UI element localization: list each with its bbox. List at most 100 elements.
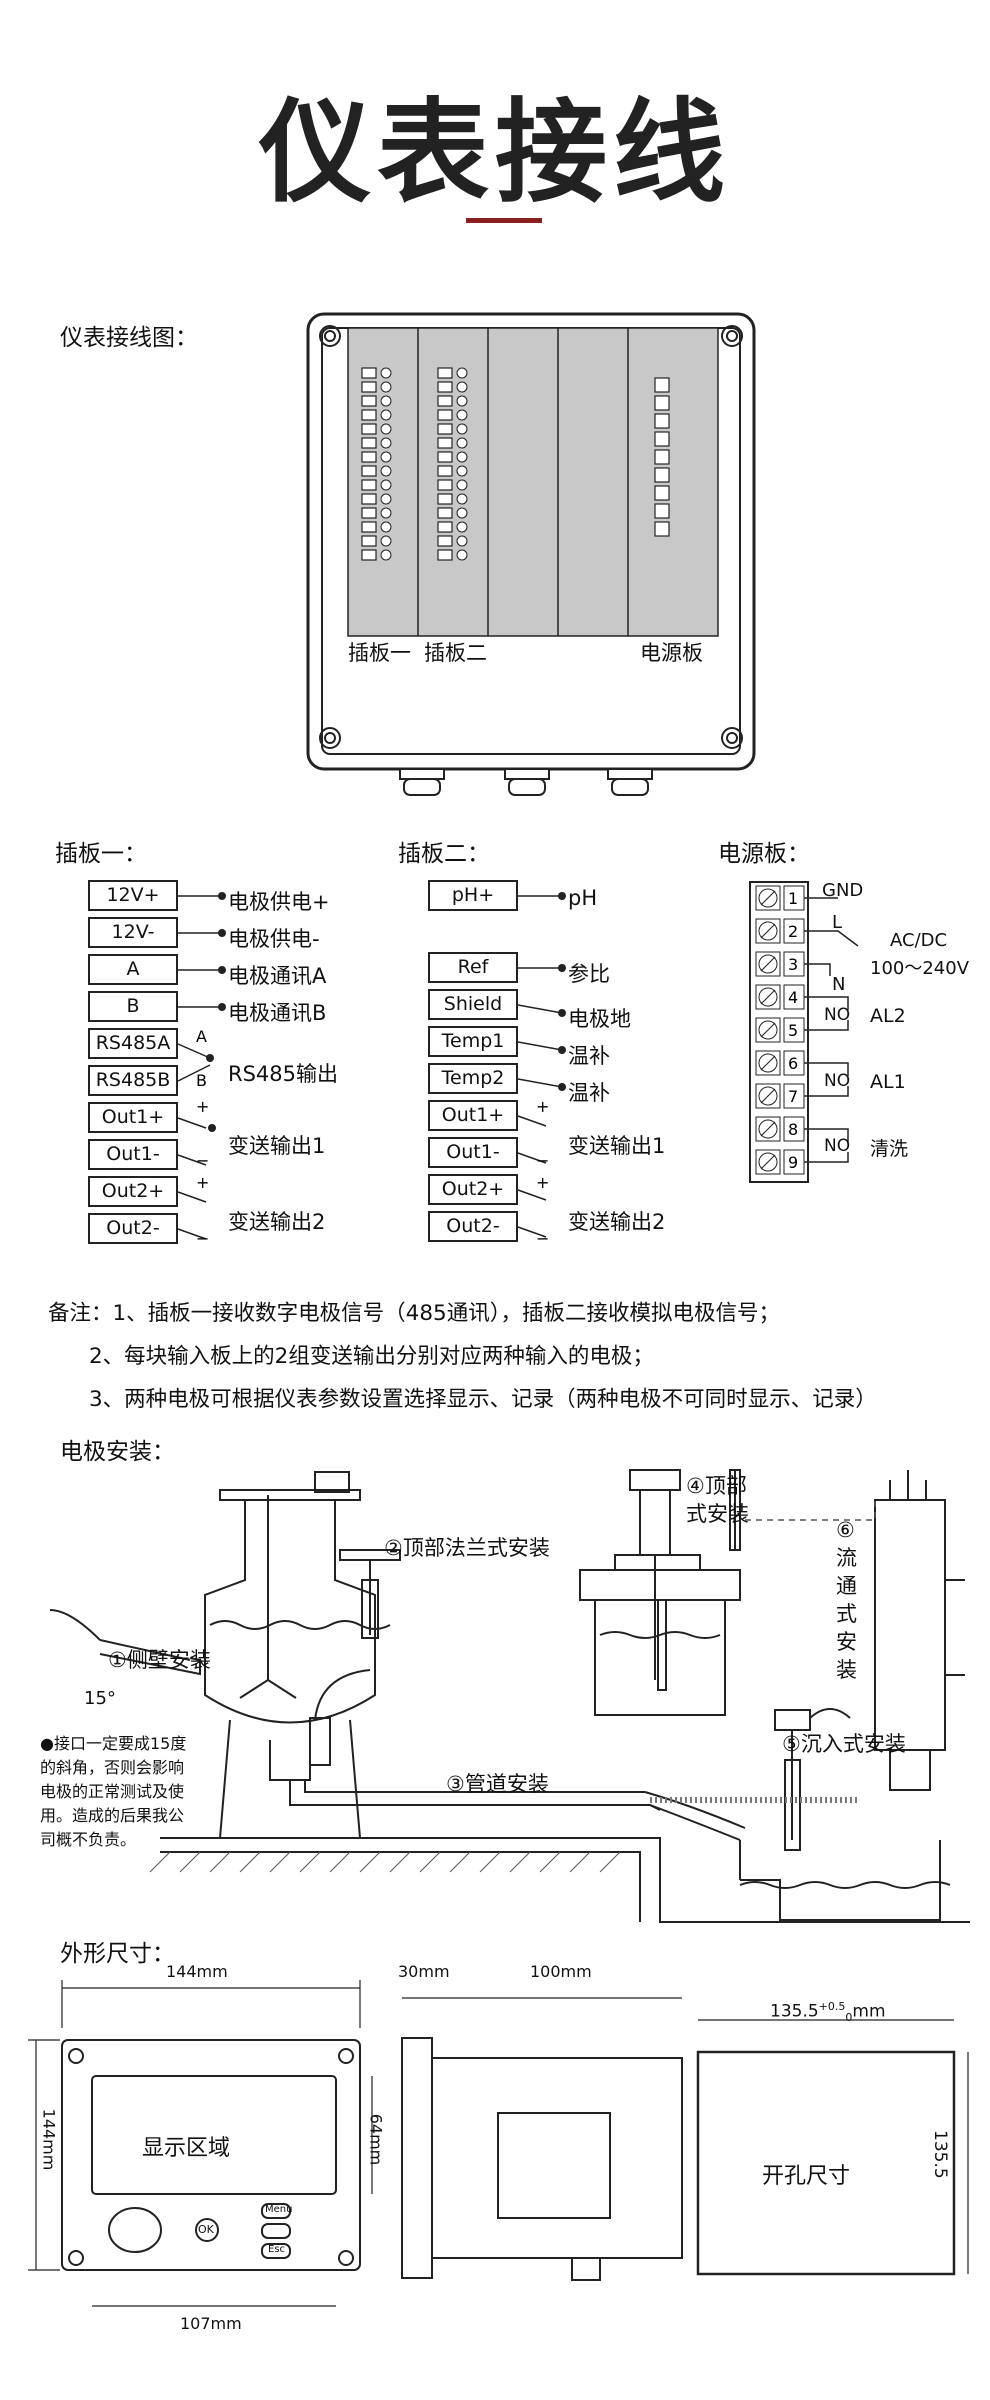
note-line: 3、两种电极可根据仪表参数设置选择显示、记录（两种电极不可同时显示、记录） bbox=[48, 1387, 877, 1412]
terminal-pin bbox=[437, 381, 453, 393]
section-wiring-diagram: 仪表接线图： bbox=[60, 325, 198, 351]
polarity-mark: + bbox=[536, 1097, 549, 1116]
board1-signal: RS485输出 bbox=[228, 1062, 339, 1086]
terminal-pin bbox=[654, 467, 670, 483]
dim-display-height: 64mm bbox=[366, 2113, 386, 2166]
terminal-screw bbox=[456, 493, 468, 505]
wire-dot bbox=[558, 964, 566, 972]
polarity-mark: + bbox=[196, 1173, 209, 1192]
cutout-label: 开孔尺寸 bbox=[762, 2163, 851, 2188]
power-label-no: NO bbox=[824, 1136, 851, 1156]
power-terminal: 8 bbox=[755, 1116, 805, 1142]
key-menu: Menu bbox=[265, 2204, 293, 2215]
board1-signal: 变送输出2 bbox=[228, 1210, 326, 1234]
terminal-pin bbox=[361, 409, 377, 421]
wire-dot bbox=[558, 892, 566, 900]
terminal-box: Shield bbox=[428, 989, 518, 1020]
wire bbox=[517, 1115, 547, 1127]
power-label-al2: AL2 bbox=[870, 1005, 906, 1027]
power-label-n: N bbox=[832, 974, 846, 995]
section-electrode-install: 电极安装： bbox=[60, 1439, 175, 1465]
terminal-screw bbox=[380, 521, 392, 533]
wire-dot bbox=[208, 1124, 216, 1132]
terminal-pin bbox=[654, 431, 670, 447]
terminal-screw bbox=[380, 549, 392, 561]
wire-dot bbox=[218, 966, 226, 974]
polarity-mark: A bbox=[196, 1027, 207, 1046]
terminal-box: Ref bbox=[428, 952, 518, 983]
wire bbox=[517, 1152, 547, 1164]
wire bbox=[517, 1041, 563, 1051]
board1-signal: 电极通讯B bbox=[228, 1001, 327, 1025]
terminal-screw bbox=[456, 465, 468, 477]
power-terminal: 5 bbox=[755, 1017, 805, 1043]
terminal-pin bbox=[361, 535, 377, 547]
display-area-label: 显示区域 bbox=[142, 2135, 231, 2160]
housing-label-board1: 插板一 bbox=[348, 641, 411, 665]
terminal-box: Out2+ bbox=[88, 1176, 178, 1207]
terminal-pin bbox=[654, 377, 670, 393]
polarity-mark: − bbox=[536, 1151, 549, 1170]
terminal-pin bbox=[361, 479, 377, 491]
dim-cutout-top: 135.5+0.50mm bbox=[770, 2000, 886, 2025]
terminal-screw bbox=[380, 507, 392, 519]
install-angle: 15° bbox=[84, 1688, 116, 1709]
wire bbox=[177, 1043, 211, 1059]
terminal-screw bbox=[380, 479, 392, 491]
terminal-pin bbox=[361, 451, 377, 463]
terminal-pin bbox=[437, 437, 453, 449]
terminal-box: Out1- bbox=[88, 1139, 178, 1170]
terminal-screw bbox=[456, 367, 468, 379]
terminal-pin bbox=[361, 521, 377, 533]
svg-text:7: 7 bbox=[788, 1087, 798, 1106]
terminal-screw bbox=[380, 367, 392, 379]
power-label-acdc: AC/DC bbox=[890, 930, 948, 951]
terminal-pin bbox=[654, 449, 670, 465]
terminal-screw bbox=[380, 409, 392, 421]
note-line: 备注：1、插板一接收数字电极信号（485通讯），插板二接收模拟电极信号； bbox=[48, 1301, 780, 1326]
terminal-box: Temp2 bbox=[428, 1063, 518, 1094]
install-submerged: ⑤沉入式安装 bbox=[782, 1732, 906, 1756]
terminal-screw bbox=[380, 465, 392, 477]
housing-label-power: 电源板 bbox=[640, 641, 703, 665]
terminal-pin bbox=[437, 465, 453, 477]
terminal-pin bbox=[361, 493, 377, 505]
wire-dot bbox=[558, 1009, 566, 1017]
power-terminal: 2 bbox=[755, 918, 805, 944]
wire bbox=[177, 1117, 207, 1129]
install-top-2: 式安装 bbox=[686, 1502, 749, 1526]
terminal-screw bbox=[456, 409, 468, 421]
terminal-box: Out2- bbox=[428, 1211, 518, 1242]
terminal-screw bbox=[456, 521, 468, 533]
terminal-pin bbox=[361, 507, 377, 519]
terminal-box: A bbox=[88, 954, 178, 985]
svg-text:9: 9 bbox=[788, 1153, 798, 1172]
board1-title: 插板一： bbox=[55, 841, 147, 867]
terminal-screw bbox=[380, 437, 392, 449]
wire bbox=[177, 1154, 207, 1166]
wire bbox=[177, 1228, 207, 1240]
svg-text:3: 3 bbox=[788, 955, 798, 974]
power-wiring bbox=[804, 897, 859, 1163]
terminal-pin bbox=[361, 381, 377, 393]
power-terminal: 4 bbox=[755, 984, 805, 1010]
svg-text:1: 1 bbox=[788, 889, 798, 908]
terminal-box: Out2- bbox=[88, 1213, 178, 1244]
power-label-no: NO bbox=[824, 1005, 851, 1025]
polarity-mark: + bbox=[196, 1097, 209, 1116]
terminal-pin bbox=[437, 423, 453, 435]
terminal-screw bbox=[380, 381, 392, 393]
wire bbox=[517, 1226, 547, 1238]
polarity-mark: B bbox=[196, 1071, 207, 1090]
terminal-pin bbox=[361, 549, 377, 561]
wire bbox=[517, 1004, 563, 1014]
terminal-box: 12V+ bbox=[88, 880, 178, 911]
terminal-screw bbox=[456, 381, 468, 393]
notes: 备注：1、插板一接收数字电极信号（485通讯），插板二接收模拟电极信号； 2、每… bbox=[48, 1292, 877, 1421]
install-side: ①侧壁安装 bbox=[108, 1648, 211, 1672]
polarity-mark: − bbox=[536, 1229, 549, 1248]
polarity-mark: + bbox=[536, 1173, 549, 1192]
terminal-pin bbox=[437, 451, 453, 463]
